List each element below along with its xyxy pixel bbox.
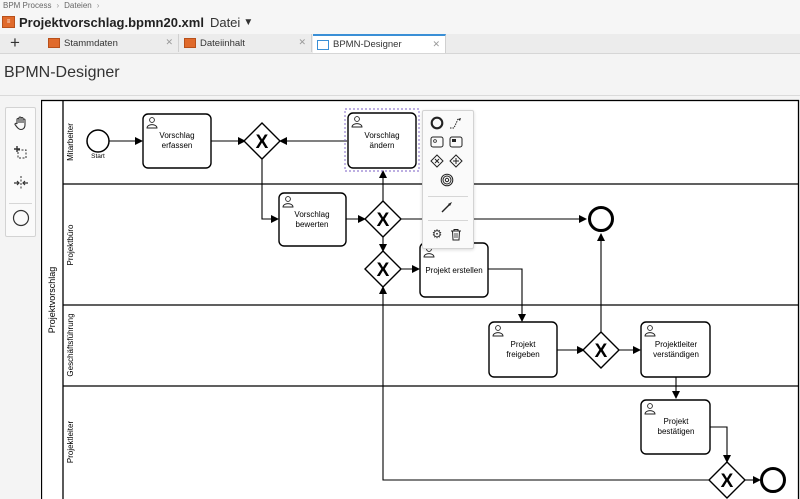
gateway-marker: X: [256, 132, 269, 153]
tab-label: Stammdaten: [64, 37, 118, 49]
file-menu-button[interactable]: Datei: [209, 14, 241, 30]
breadcrumb-root[interactable]: BPM Process: [3, 1, 52, 10]
chevron-down-icon[interactable]: ▼: [243, 16, 254, 28]
close-icon[interactable]: ✕: [165, 37, 173, 47]
start-event-icon[interactable]: [9, 207, 32, 229]
sequence-flow[interactable]: [488, 268, 526, 322]
bpmn-canvas[interactable]: Projektvorschlag Mitarbeiter Projektbüro…: [41, 98, 800, 499]
exclusive-gateway[interactable]: X: [364, 200, 402, 238]
top-bar: BPM Process › Dateien › ≡ Projektvorschlag.…: [0, 0, 800, 34]
user-task-icon[interactable]: [430, 135, 444, 149]
parallel-gateway-icon[interactable]: [449, 154, 463, 168]
lane-label: Projektbüro: [66, 224, 75, 265]
breadcrumb-separator-icon: ›: [56, 1, 60, 10]
sequence-flow[interactable]: [379, 286, 710, 481]
exclusive-gateway[interactable]: X: [708, 461, 746, 499]
bpmn-designer-icon: [317, 39, 329, 50]
bpmn-file-icon: [48, 38, 60, 48]
sequence-flow[interactable]: [261, 158, 279, 223]
end-event-icon[interactable]: [430, 116, 444, 130]
tab-label: Dateiinhalt: [200, 37, 245, 49]
tab-stammdaten[interactable]: Stammdaten ✕: [44, 34, 179, 52]
gateway-marker: X: [595, 341, 608, 362]
file-title-row: ≡ Projektvorschlag.bpmn20.xml Datei ▼: [2, 13, 253, 31]
exclusive-gateway[interactable]: X: [243, 122, 281, 160]
gateway-marker: X: [377, 260, 390, 281]
palette-divider: [9, 203, 32, 204]
exclusive-gateway[interactable]: X: [582, 331, 620, 369]
user-icon: [350, 114, 364, 128]
breadcrumb: BPM Process › Dateien ›: [3, 1, 104, 10]
pool-label: Projektvorschlag: [47, 267, 57, 334]
context-pad: ⚙: [422, 110, 474, 249]
wrench-icon[interactable]: [440, 200, 454, 214]
close-icon[interactable]: ✕: [432, 39, 440, 49]
lasso-tool-icon[interactable]: [9, 142, 32, 164]
space-tool-icon[interactable]: [9, 172, 32, 194]
tab-bpmn-designer[interactable]: BPMN-Designer ✕: [313, 34, 446, 53]
user-icon: [643, 323, 657, 337]
user-task-projekt-erstellen[interactable]: Projekt erstellen: [419, 242, 489, 298]
connect-icon[interactable]: [449, 116, 463, 130]
tab-label: BPMN-Designer: [333, 39, 402, 50]
lane-label: Geschäftsführung: [66, 313, 75, 376]
bpmn-file-icon: ≡: [2, 16, 15, 28]
file-title: Projektvorschlag.bpmn20.xml: [19, 14, 204, 30]
exclusive-gateway-icon[interactable]: [430, 154, 444, 168]
tab-bar: + Stammdaten ✕ Dateiinhalt ✕ BPMN-Design…: [0, 33, 800, 54]
user-icon: [145, 115, 159, 129]
lane-label: Mitarbeiter: [66, 123, 75, 161]
breadcrumb-separator-icon: ›: [96, 1, 100, 10]
start-event[interactable]: [86, 129, 110, 153]
end-event[interactable]: [588, 206, 614, 232]
close-icon[interactable]: ✕: [298, 37, 306, 47]
start-event-label: Start: [91, 153, 105, 160]
bpmn-file-icon: [184, 38, 196, 48]
breadcrumb-current[interactable]: Dateien: [64, 1, 92, 10]
tool-palette: [5, 107, 36, 237]
end-event[interactable]: [760, 467, 786, 493]
context-pad-divider: [428, 196, 468, 197]
sequence-flow[interactable]: [710, 426, 731, 463]
user-icon: [643, 401, 657, 415]
user-icon: [281, 194, 295, 208]
selection-outline: [344, 108, 420, 172]
tab-dateiinhalt[interactable]: Dateiinhalt ✕: [180, 34, 312, 52]
context-pad-divider: [428, 220, 468, 221]
settings-icon[interactable]: ⚙: [431, 227, 443, 241]
add-tab-icon[interactable]: +: [10, 33, 20, 52]
service-task-icon[interactable]: [449, 135, 463, 149]
trash-icon[interactable]: [449, 227, 463, 241]
exclusive-gateway[interactable]: X: [364, 250, 402, 288]
task-label: Projekt erstellen: [425, 266, 482, 275]
gateway-marker: X: [377, 210, 390, 231]
gateway-marker: X: [721, 471, 734, 492]
lane-label: Projektleiter: [66, 421, 75, 464]
page-title: BPMN-Designer: [4, 64, 120, 81]
hand-tool-icon[interactable]: [9, 112, 32, 134]
user-icon: [491, 323, 505, 337]
divider: [0, 95, 800, 96]
intermediate-event-icon[interactable]: [440, 173, 454, 187]
